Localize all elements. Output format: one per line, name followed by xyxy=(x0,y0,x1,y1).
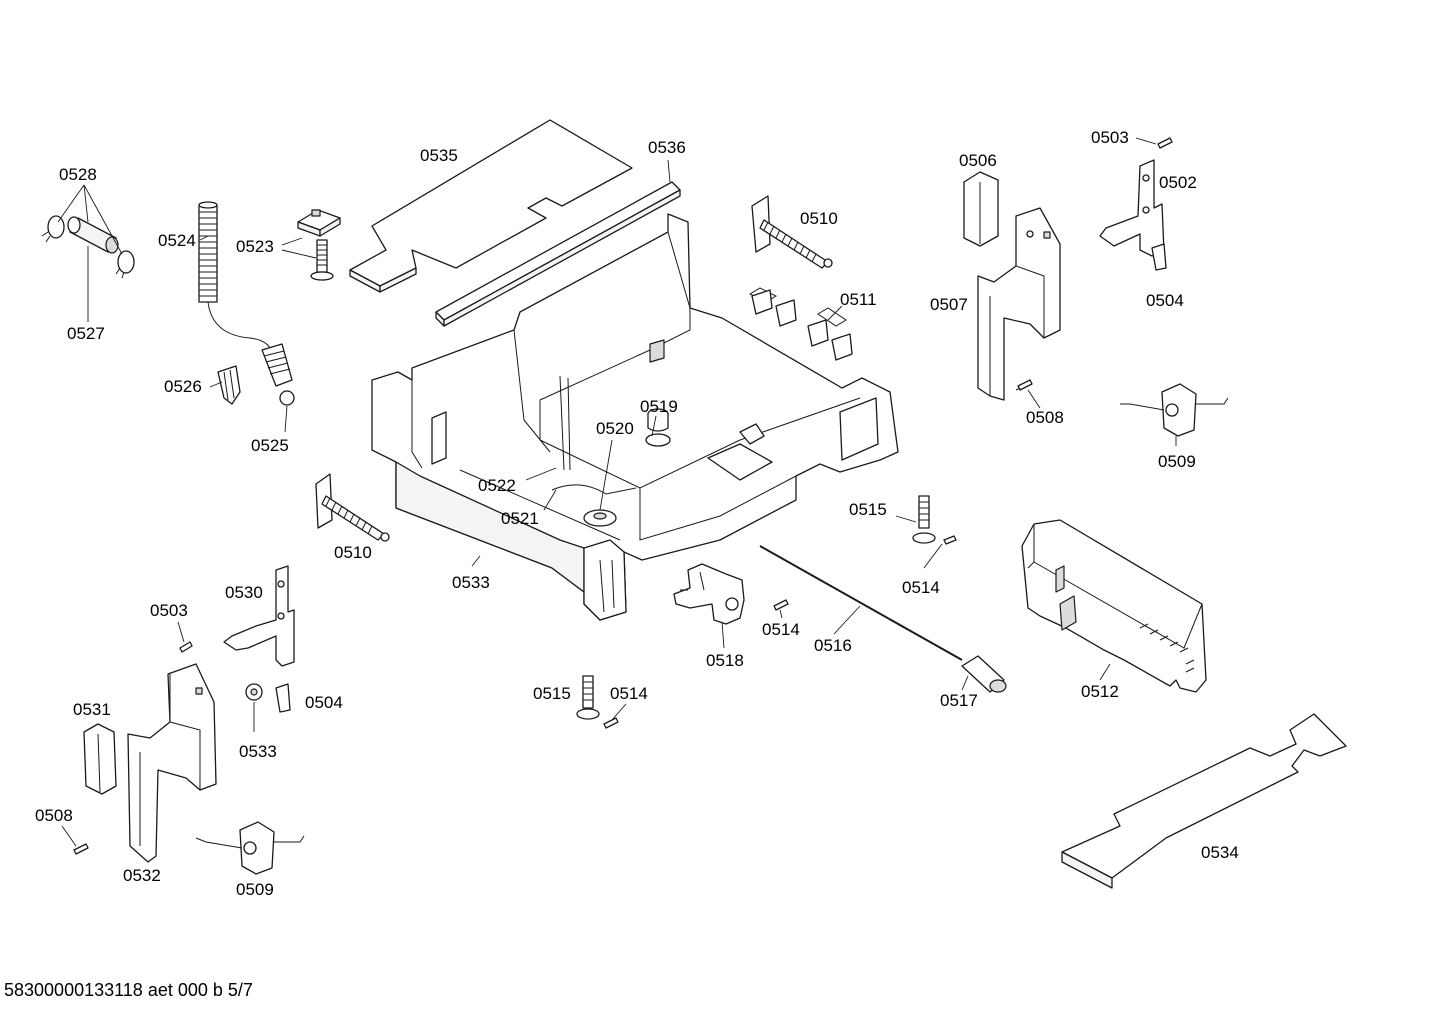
label-0536: 0536 xyxy=(648,138,686,157)
leaders-0524-0526-0525 xyxy=(199,235,288,433)
part-0502-hinge-plate xyxy=(1099,159,1165,257)
part-0525-ball xyxy=(279,390,295,406)
label-0518: 0518 xyxy=(706,651,744,670)
part-0526-clip xyxy=(217,365,241,405)
label-0517: 0517 xyxy=(940,691,978,710)
label-0532: 0532 xyxy=(123,866,161,885)
callout-labels: 0528 0527 0524 0523 0526 0525 0535 0536 … xyxy=(35,128,1239,899)
part-0510-door-spring-lower xyxy=(315,473,390,542)
label-0514-right: 0514 xyxy=(902,578,940,597)
document-id-footer: 58300000133118 aet 000 b 5/7 xyxy=(4,980,253,1000)
label-0503-right: 0503 xyxy=(1091,128,1129,147)
label-0531: 0531 xyxy=(73,700,111,719)
part-0515-foot-bottom xyxy=(576,675,600,720)
part-0507-bracket xyxy=(977,207,1061,401)
label-0503-left: 0503 xyxy=(150,601,188,620)
part-0536-sealing-strip xyxy=(435,159,681,327)
label-0512: 0512 xyxy=(1081,682,1119,701)
label-0533-base: 0533 xyxy=(452,573,490,592)
part-0514-screw-bottom xyxy=(603,703,627,729)
part-0508-screw-left xyxy=(61,825,89,855)
part-0532-bracket-left xyxy=(127,663,217,863)
part-0530-hinge-plate-left xyxy=(223,565,295,667)
label-0504-left: 0504 xyxy=(305,693,343,712)
label-0521: 0521 xyxy=(501,509,539,528)
label-0530: 0530 xyxy=(225,583,263,602)
part-0534-insulation-mat-bottom xyxy=(1061,713,1347,889)
label-0511: 0511 xyxy=(840,290,877,309)
part-0516-rod xyxy=(759,545,963,661)
part-0503-screw-left xyxy=(177,621,193,653)
part-0503-screw-right xyxy=(1135,137,1173,149)
part-0510-door-spring-upper xyxy=(751,195,833,269)
part-0509-sensor-left xyxy=(195,821,305,875)
part-0524-corrugated-hose xyxy=(198,201,293,387)
label-0510-top: 0510 xyxy=(800,209,838,228)
label-0526: 0526 xyxy=(164,377,202,396)
label-0509-left: 0509 xyxy=(236,880,274,899)
label-0510-left: 0510 xyxy=(334,543,372,562)
label-0515-right: 0515 xyxy=(849,500,887,519)
label-0524: 0524 xyxy=(158,231,196,250)
label-0534: 0534 xyxy=(1201,843,1239,862)
part-0512-control-module xyxy=(1021,519,1207,693)
label-0533-left: 0533 xyxy=(239,742,277,761)
label-0535: 0535 xyxy=(420,146,458,165)
part-0504-clip-left xyxy=(275,683,291,713)
part-0535-insulation-mat xyxy=(349,119,633,293)
part-0509-sensor-right xyxy=(1120,383,1229,446)
part-0504-clip-right xyxy=(1151,243,1167,271)
part-0528-hose-clamps xyxy=(41,215,135,279)
label-0516: 0516 xyxy=(814,636,852,655)
label-0525: 0525 xyxy=(251,436,289,455)
label-0523: 0523 xyxy=(236,237,274,256)
part-0514-screw-right xyxy=(923,535,957,569)
label-0508-right: 0508 xyxy=(1026,408,1064,427)
part-0518-inlet-valve xyxy=(673,563,745,649)
part-0517-float xyxy=(961,655,1007,693)
part-0527-hose-sleeve xyxy=(67,216,119,254)
part-0531-cover-left xyxy=(83,723,117,795)
label-0509-right: 0509 xyxy=(1158,452,1196,471)
label-0504-right: 0504 xyxy=(1146,291,1184,310)
part-0533-nut-left xyxy=(245,683,263,732)
label-0515-bottom: 0515 xyxy=(533,684,571,703)
part-0515-foot-right xyxy=(895,495,936,544)
leaders-0533-internals xyxy=(471,415,657,567)
label-0507: 0507 xyxy=(930,295,968,314)
leaders-0528-0527 xyxy=(57,184,123,322)
part-0511-hinge-brackets xyxy=(751,289,853,361)
label-0528: 0528 xyxy=(59,165,97,184)
label-0508-left: 0508 xyxy=(35,806,73,825)
part-0533-base-tub xyxy=(371,213,899,621)
label-0527: 0527 xyxy=(67,324,105,343)
label-0519: 0519 xyxy=(640,397,678,416)
label-0514-bottom: 0514 xyxy=(610,684,648,703)
part-0506-cover xyxy=(963,171,999,247)
part-0514-screw-mid xyxy=(773,599,789,619)
label-0520: 0520 xyxy=(596,419,634,438)
label-0506: 0506 xyxy=(959,151,997,170)
leaders-0523 xyxy=(281,237,317,259)
part-0508-screw-right xyxy=(1015,379,1041,409)
part-0523-adjustable-foot xyxy=(297,209,341,281)
label-0502: 0502 xyxy=(1159,173,1197,192)
label-0522: 0522 xyxy=(478,476,516,495)
label-0514-mid: 0514 xyxy=(762,620,800,639)
